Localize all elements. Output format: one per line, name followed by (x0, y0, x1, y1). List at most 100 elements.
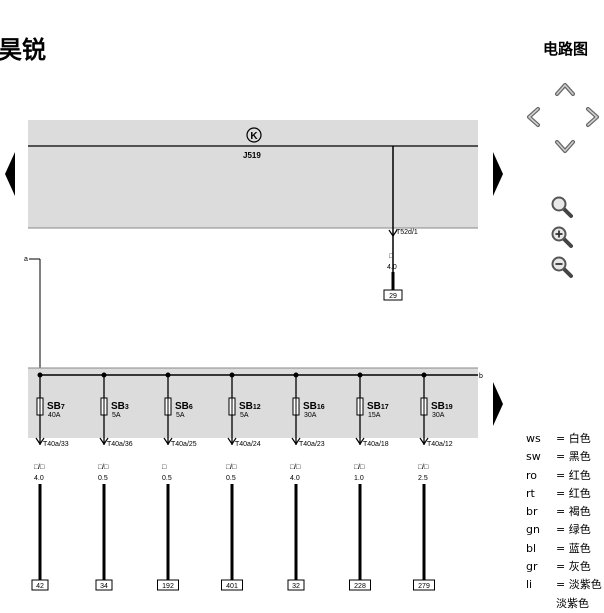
wire-size: 0.5 (226, 475, 236, 482)
legend-row: 淡紫色 (526, 595, 602, 613)
next-page-button-top[interactable] (492, 152, 504, 196)
fuse-name: SB12 (239, 401, 261, 412)
fuse-number: 12 (253, 404, 261, 411)
legend-code: br (526, 505, 538, 519)
fuse-name-prefix: SB (303, 401, 317, 412)
pin-arrow (99, 437, 109, 446)
legend-text: = 黑色 (556, 450, 591, 464)
zoom-in-button[interactable] (550, 225, 574, 249)
wire-ref-box (95, 579, 113, 591)
wire-ref: 42 (36, 583, 44, 590)
connector-pin: T40a/36 (107, 441, 133, 448)
wire-color-code: □/□ (418, 464, 429, 471)
pan-right-button[interactable] (584, 106, 602, 128)
fuse-amperage: 5A (112, 412, 121, 419)
left-triangle-icon (5, 152, 15, 196)
pan-left-button[interactable] (524, 106, 542, 128)
connector-pin: T40a/12 (427, 441, 453, 448)
pin-arrow (355, 437, 365, 446)
wiring-diagram: K J519 T52d/1 □ 4.0 29 a b SB740AT40a/33… (24, 120, 483, 591)
pin-arrow (35, 437, 45, 446)
legend-code: li (526, 578, 533, 592)
control-unit-label: J519 (243, 151, 261, 160)
zoom-in-icon (551, 226, 573, 248)
legend-text: 淡紫色 (556, 596, 589, 610)
legend-text: = 蓝色 (556, 541, 591, 555)
legend-row: bl = 蓝色 (526, 540, 602, 558)
wire-color-code: □/□ (34, 464, 45, 471)
chevron-up-icon (555, 83, 575, 96)
wire-size: 4.0 (34, 475, 44, 482)
connector-pin: T40a/24 (235, 441, 261, 448)
prev-page-button[interactable] (4, 152, 16, 196)
top-connector-arrow (388, 229, 398, 238)
wire-color-code: □/□ (354, 464, 365, 471)
pin-arrow (163, 437, 173, 446)
legend-code: gn (526, 523, 540, 537)
page-title: 昊锐 (0, 36, 46, 64)
wire-ref-box (413, 579, 435, 591)
fuse-name-prefix: SB (175, 401, 189, 412)
legend-text: = 红色 (556, 468, 591, 482)
fuse-amperage: 30A (432, 412, 445, 419)
zoom-fit-button[interactable] (550, 195, 574, 219)
legend-code: ws (526, 432, 541, 445)
top-connector-color: □ (389, 253, 394, 260)
legend-text: = 灰色 (556, 560, 591, 574)
legend-code: gr (526, 560, 538, 574)
magnifier-icon (551, 196, 573, 218)
wire-size: 1.0 (354, 475, 364, 482)
legend-text: = 褐色 (556, 505, 591, 519)
pan-up-button[interactable] (554, 80, 576, 98)
control-unit-symbol: K (250, 131, 258, 142)
legend-code: sw (526, 450, 541, 464)
legend-row: rt= 红色 (526, 485, 602, 503)
fuse-name: SB3 (111, 401, 129, 412)
wire-ref: 32 (292, 583, 300, 590)
top-connector-pin: T52d/1 (396, 229, 418, 236)
legend-text: = 绿色 (556, 523, 591, 537)
zoom-out-button[interactable] (550, 255, 574, 279)
legend-code: ro (526, 468, 538, 482)
legend-row: li= 淡紫色 (526, 576, 602, 594)
right-triangle-icon (493, 152, 503, 196)
wire-ref-box (31, 579, 49, 591)
top-connector-ref: 29 (389, 293, 397, 300)
fuse-name-prefix: SB (47, 401, 61, 412)
legend-row: gn = 绿色 (526, 521, 602, 539)
connector-pin: T40a/18 (363, 441, 389, 448)
pin-arrow (291, 437, 301, 446)
pin-arrow (227, 437, 237, 446)
legend-code: bl (526, 541, 537, 555)
fuse-block-module (28, 368, 478, 438)
fuse-name-prefix: SB (239, 401, 253, 412)
fuse-name: SB19 (431, 401, 453, 412)
fuse-amperage: 15A (368, 412, 381, 419)
pan-down-button[interactable] (554, 138, 576, 156)
fuse-number: 17 (381, 404, 389, 411)
line-label-a: a (24, 256, 28, 263)
wire-ref: 279 (418, 583, 430, 590)
legend-text: = 白色 (556, 432, 591, 445)
connector-pin: T40a/23 (299, 441, 325, 448)
wire-ref: 401 (226, 583, 238, 590)
fuse-name: SB7 (47, 401, 65, 412)
fuse-name-prefix: SB (431, 401, 445, 412)
wire-ref: 228 (354, 583, 366, 590)
wire-color-code: □/□ (98, 464, 109, 471)
chevron-right-icon (586, 107, 599, 127)
fuse-number: 7 (61, 404, 65, 411)
line-label-b: b (479, 373, 483, 380)
fuse-amperage: 40A (48, 412, 61, 419)
fuse-name: SB16 (303, 401, 325, 412)
wire-color-code: □/□ (290, 464, 301, 471)
wire-ref: 34 (100, 583, 108, 590)
next-page-button-bottom[interactable] (492, 382, 504, 426)
connector-pin: T40a/33 (43, 441, 69, 448)
legend-code: rt (526, 486, 535, 500)
wire-size: 2.5 (418, 475, 428, 482)
wire-ref-box (287, 579, 305, 591)
legend-row: ws = 白色 (526, 430, 602, 448)
color-legend: ws = 白色 sw = 黑色 ro = 红色 rt= 红色 br = 褐色 gn = 绿色 bl = … (526, 430, 602, 613)
wire-size: 4.0 (290, 475, 300, 482)
